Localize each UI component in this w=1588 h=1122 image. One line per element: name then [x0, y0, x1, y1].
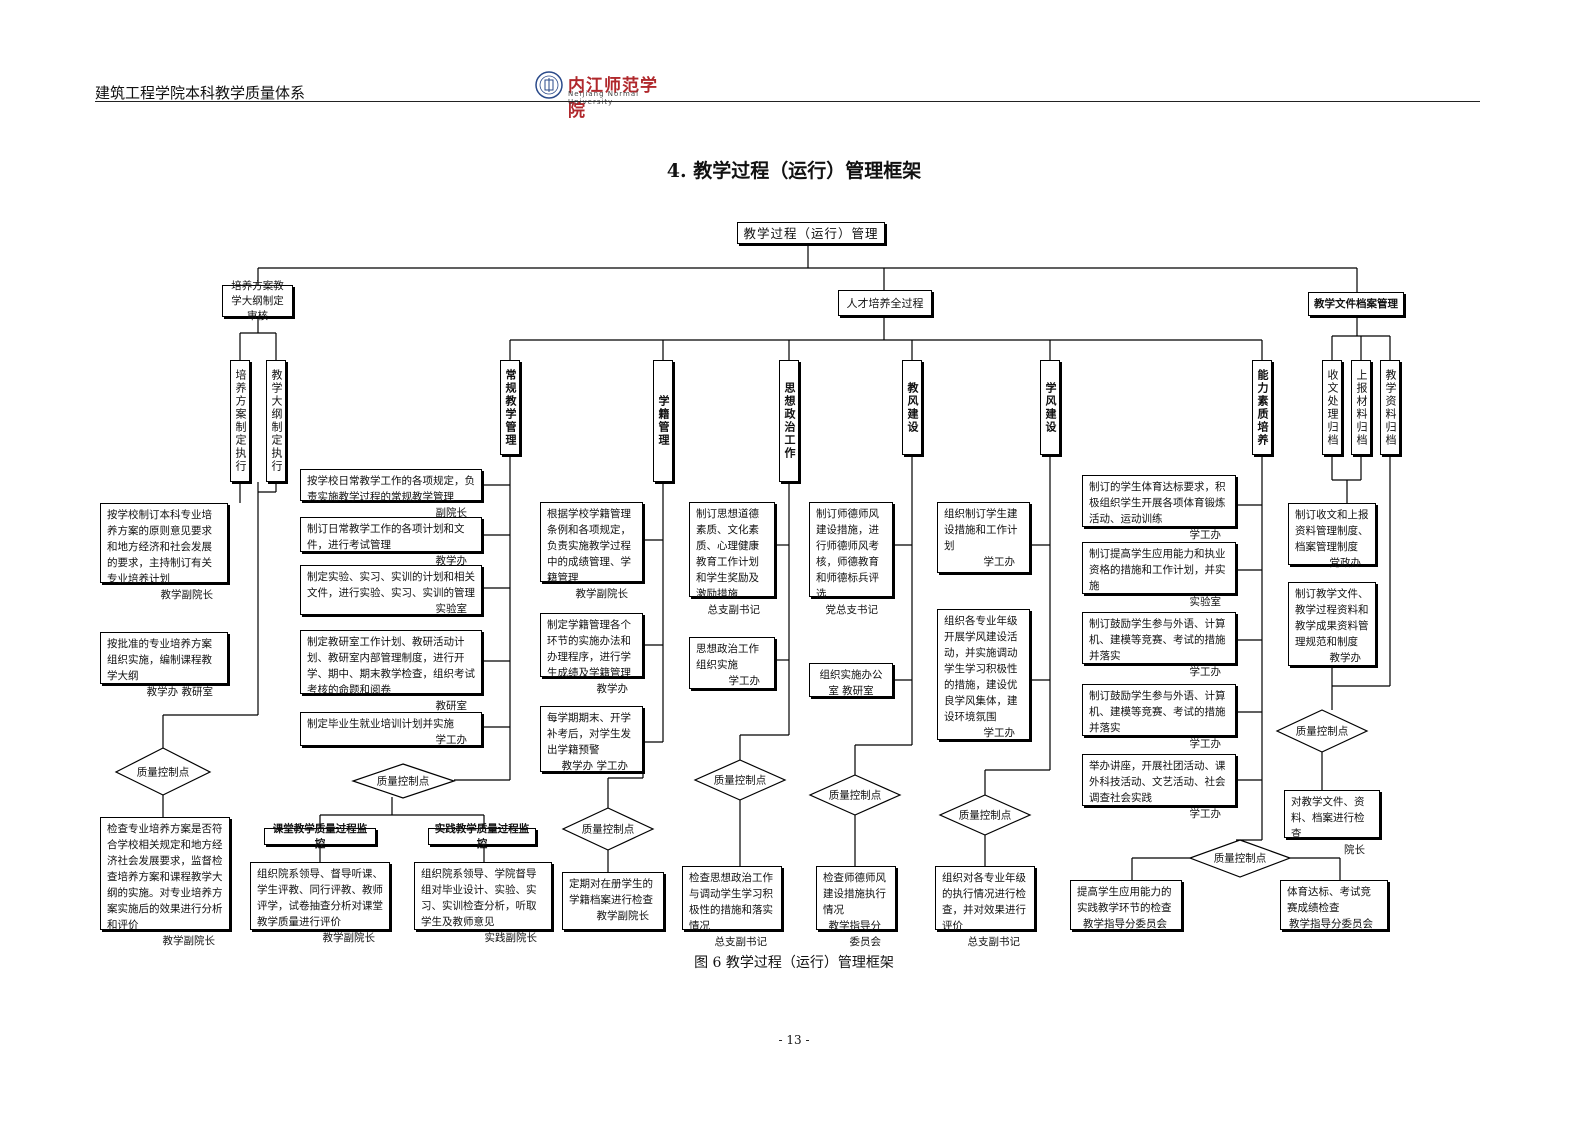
box-ability-inspect-2: 体育达标、考试竞赛成绩检查教学指导分委员会 [1280, 880, 1388, 930]
quality-control-label: 质量控制点 [1295, 725, 1349, 738]
page-title: 4. 教学过程（运行）管理框架 [666, 160, 922, 182]
box-ability-inspect-1: 提高学生应用能力的实践教学环节的检查教学指导分委员会 [1070, 880, 1182, 930]
box-status-3: 每学期期末、开学补考后，对学生发出学籍预警教学办 学工办 [540, 706, 643, 772]
column-syllabus: 教学大纲制定执行 [266, 360, 286, 482]
logo-text: 内江师范学院 [568, 76, 658, 121]
university-seal-icon [535, 71, 563, 99]
header-rule [95, 101, 1480, 102]
column-study-ethos: 学风建设 [1040, 360, 1060, 455]
quality-control-label: 质量控制点 [713, 774, 767, 787]
column-ideology: 思想政治工作 [779, 360, 799, 482]
quality-diamond [1188, 839, 1292, 878]
box-ethos-1: 制订师德师风建设措施，进行师德师风考核，师德教育和师德标兵评选党总支书记 [809, 502, 893, 616]
quality-control-label: 质量控制点 [376, 775, 430, 788]
box-archive-1: 制订收文和上报资料管理制度、档案管理制度党政办 [1288, 503, 1376, 569]
box-study-1: 组织制订学生建设措施和工作计划学工办 [937, 502, 1030, 573]
box-practice-monitor-title: 实践教学质量过程监控 [428, 823, 536, 850]
quality-diamond [693, 759, 787, 801]
column-ability-training: 能力素质培养 [1252, 360, 1272, 455]
column-report-materials: 上报材料归档 [1351, 360, 1371, 455]
box-archive-2: 制订教学文件、教学过程资料和教学成果资料管理规范和制度教学办 [1288, 582, 1376, 666]
column-teaching-materials: 教学资料归档 [1380, 360, 1400, 455]
quality-control-label: 质量控制点 [136, 766, 190, 779]
quality-control-label: 质量控制点 [581, 823, 635, 836]
box-ability-5: 举办讲座，开展社团活动、课外科技活动、文艺活动、社会调查社会实践学工办 [1082, 754, 1236, 820]
column-incoming-docs: 收文处理归档 [1322, 360, 1342, 455]
node-archive-management: 教学文件档案管理 [1308, 292, 1404, 316]
university-logo: 内江师范学院 Neijiang Normal University [535, 71, 675, 121]
quality-diamond [938, 794, 1032, 836]
quality-diamond [1275, 709, 1369, 753]
box-classroom-monitor: 组织院系领导、督导听课、学生评教、同行评教、教师评学，试卷抽查分析对课堂教学质量… [250, 862, 390, 944]
box-routine-5: 制定毕业生就业培训计划并实施学工办 [300, 712, 482, 746]
box-ideology-2: 思想政治工作组织实施学工办 [689, 637, 775, 689]
box-practice-monitor: 组织院系领导、学院督导组对毕业设计、实验、实习、实训检查分析，听取学生及教师意见… [414, 862, 552, 944]
box-routine-1: 按学校日常教学工作的各项规定，负责实施教学过程的常规教学管理副院长 [300, 469, 482, 519]
quality-control-label: 质量控制点 [1213, 852, 1267, 865]
box-ability-1: 制订的学生体育达标要求，积极组织学生开展各项体育锻炼活动、运动训练学工办 [1082, 475, 1236, 541]
box-plan-implement: 按批准的专业培养方案组织实施，编制课程教学大纲教学办 教研室 [100, 632, 228, 698]
box-study-2: 组织各专业年级开展学风建设活动，并实施调动学生学习积极性的措施，建设优良学风集体… [937, 609, 1030, 740]
column-student-status: 学籍管理 [653, 360, 673, 482]
node-talent-process: 人才培养全过程 [838, 290, 932, 316]
quality-diamond [561, 807, 655, 851]
box-archive-inspect: 对教学文件、资料、档案进行检查院长 [1284, 790, 1380, 856]
box-routine-2: 制订日常教学工作的各项计划和文件，进行考试管理教学办 [300, 517, 482, 567]
header-title: 建筑工程学院本科教学质量体系 [95, 84, 306, 102]
box-status-inspect: 定期对在册学生的学籍档案进行检查教学副院长 [562, 872, 664, 930]
quality-diamond [114, 747, 212, 796]
logo-subtitle: Neijiang Normal University [568, 90, 640, 106]
box-study-inspect: 组织对各专业年级的执行情况进行检查，并对效果进行评价总支副书记 [935, 866, 1035, 948]
root-node: 教学过程（运行）管理 [737, 222, 885, 244]
figure-caption: 图 6 教学过程（运行）管理框架 [694, 955, 894, 971]
box-plan-inspect: 检查专业培养方案是否符合学校相关规定和地方经济社会发展要求，监督检查培养方案和课… [100, 817, 230, 947]
quality-diamond [808, 774, 902, 816]
box-ideology-inspect: 检查思想政治工作与调动学生学习积极性的措施和落实情况总支副书记 [682, 866, 782, 948]
column-teaching-ethos: 教风建设 [902, 360, 922, 455]
box-routine-4: 制定教研室工作计划、教研活动计划、教研室内部管理制度，进行开学、期中、期末教学检… [300, 630, 482, 712]
box-ideology-1: 制订思想道德素质、文化素质、心理健康教育工作计划和学生奖励及激励措施总支副书记 [689, 502, 775, 616]
column-routine-teaching: 常规教学管理 [500, 360, 520, 455]
box-ability-4: 制订鼓励学生参与外语、计算机、建模等竞赛、考试的措施并落实学工办 [1082, 684, 1236, 750]
box-ability-2: 制订提高学生应用能力和执业资格的措施和工作计划，并实施实验室 [1082, 542, 1236, 608]
quality-diamond [351, 763, 456, 799]
node-syllabus-review: 培养方案教学大纲制定审核 [222, 280, 293, 322]
box-status-2: 制定学籍管理各个环节的实施办法和办理程序，进行学生成绩及学籍管理教学办 [540, 613, 643, 695]
quality-control-label: 质量控制点 [828, 789, 882, 802]
box-status-1: 根据学校学籍管理条例和各项规定，负责实施教学过程中的成绩管理、学籍管理教学副院长 [540, 502, 643, 600]
page-number: - 13 - [778, 1033, 810, 1047]
box-ethos-2: 组织实施办公室 教研室 [809, 663, 893, 697]
box-plan-formulate: 按学校制订本科专业培养方案的原则意见要求和地方经济和社会发展的要求，主持制订有关… [100, 503, 228, 601]
box-classroom-monitor-title: 课堂教学质量过程监控 [264, 823, 376, 850]
box-ability-3: 制订鼓励学生参与外语、计算机、建模等竞赛、考试的措施并落实学工办 [1082, 612, 1236, 678]
box-routine-3: 制定实验、实习、实训的计划和相关文件，进行实验、实习、实训的管理实验室 [300, 565, 482, 615]
box-ethos-inspect: 检查师德师风建设措施执行情况教学指导分委员会 [816, 866, 896, 948]
quality-control-label: 质量控制点 [958, 809, 1012, 822]
column-training-plan: 培养方案制定执行 [230, 360, 250, 482]
